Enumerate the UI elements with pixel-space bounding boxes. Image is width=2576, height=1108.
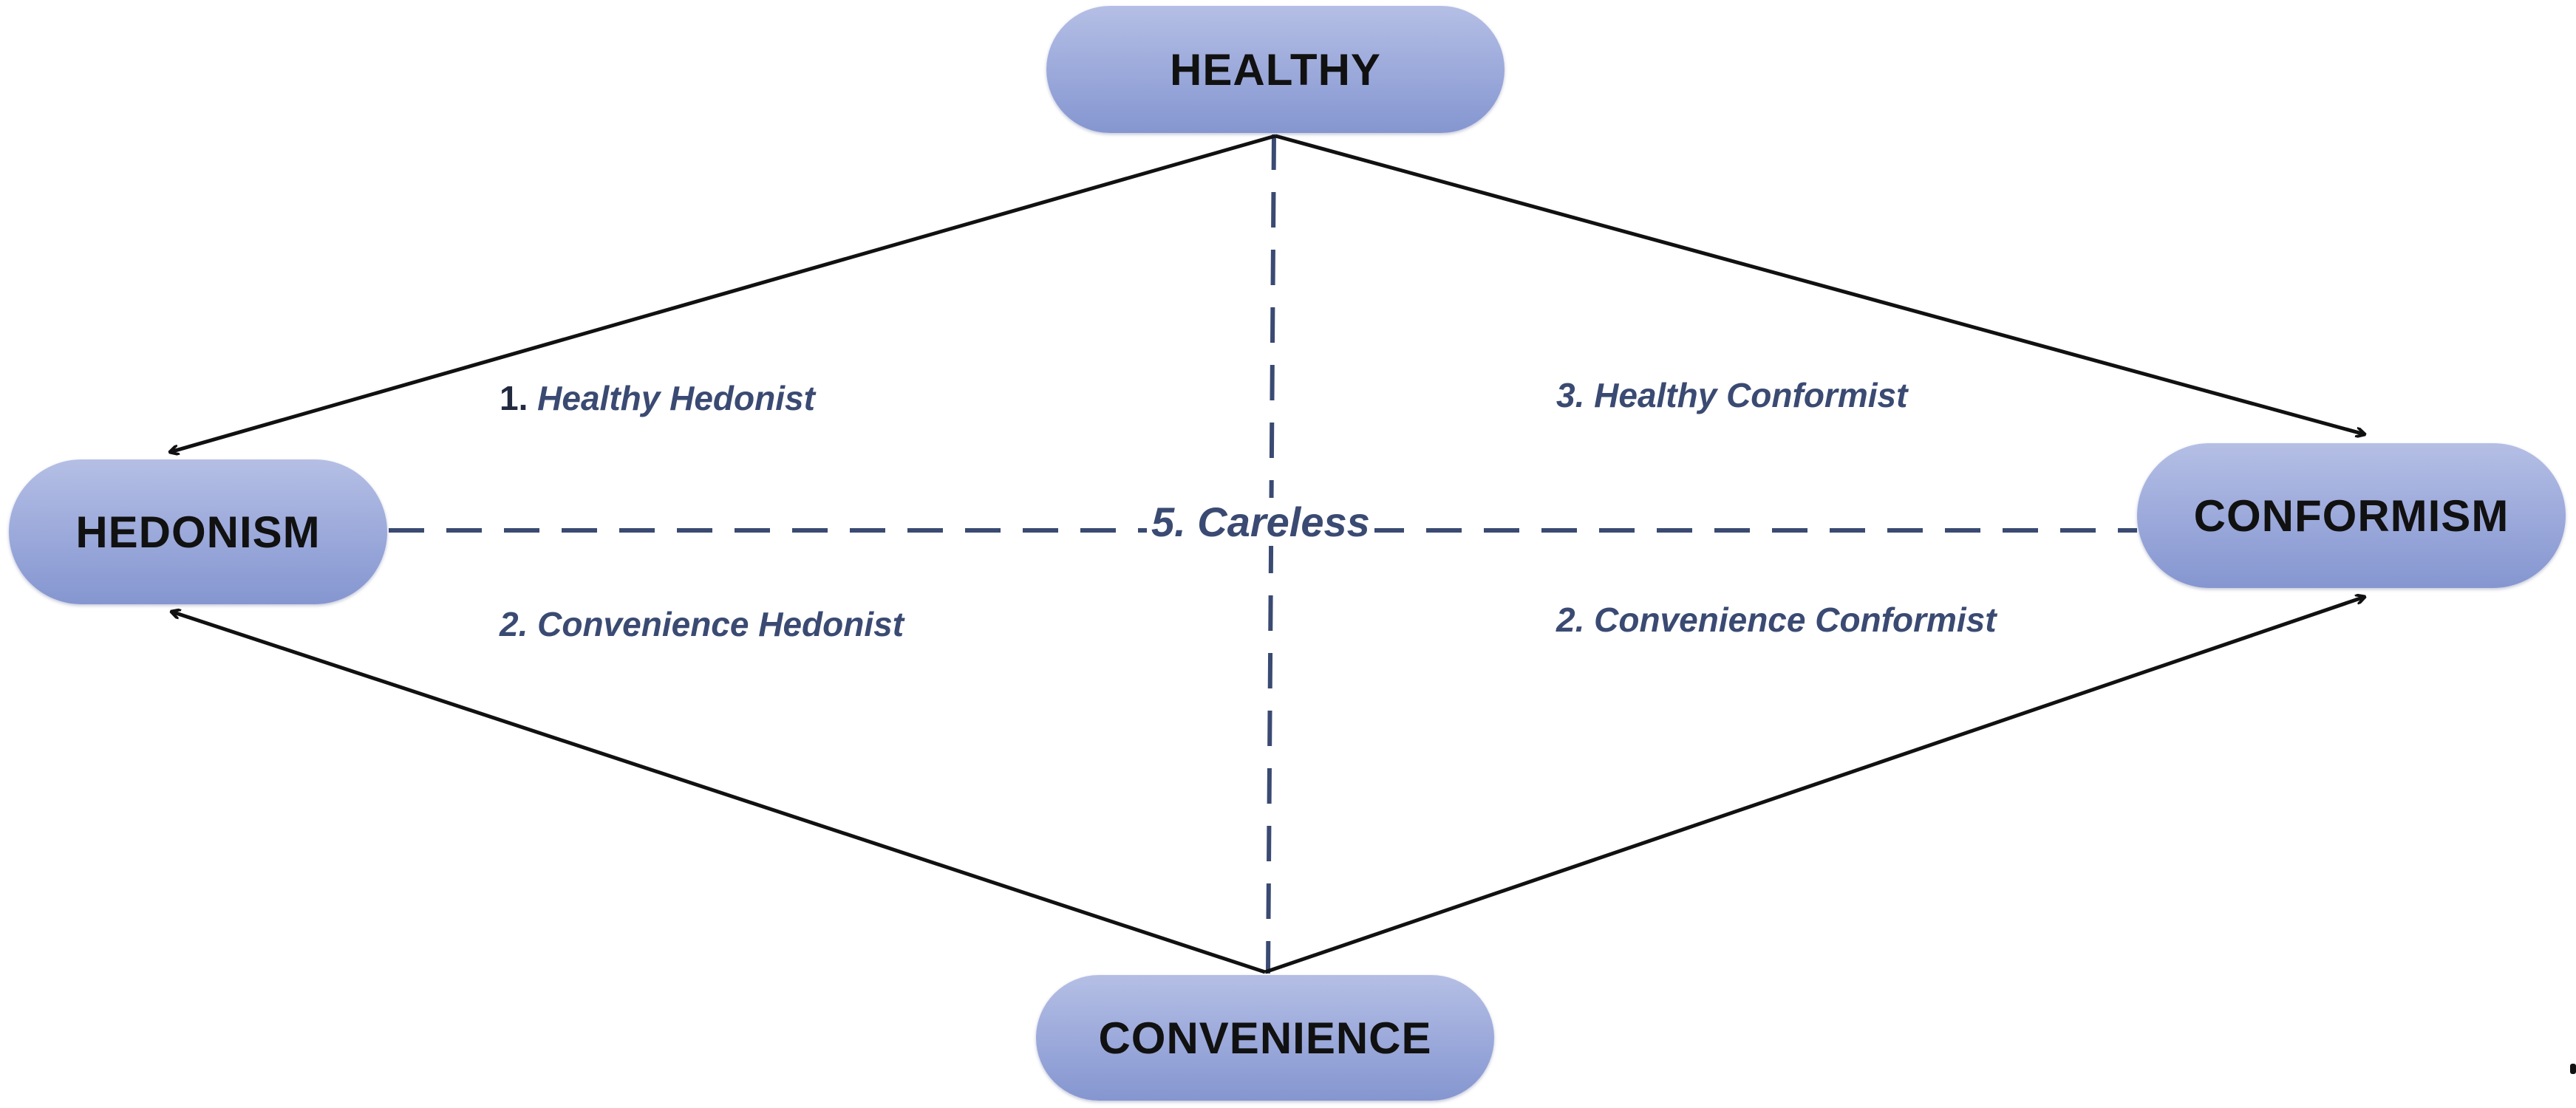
segment-healthy-hedonist-name: Healthy Hedonist — [537, 379, 815, 417]
node-convenience-label: CONVENIENCE — [1098, 1013, 1432, 1063]
node-hedonism-label: HEDONISM — [75, 507, 321, 557]
segment-healthy-conformist: 3. Healthy Conformist — [1556, 376, 1908, 414]
segment-healthy-hedonist-number: 1. — [500, 379, 528, 417]
arrow-convenience-to-hedonism — [171, 612, 1266, 974]
node-healthy-label: HEALTHY — [1170, 44, 1381, 95]
arrow-healthy-to-hedonism — [170, 134, 1276, 452]
node-conformism-label: CONFORMISM — [2193, 490, 2509, 541]
segment-convenience-hedonist: 2. Convenience Hedonist — [500, 605, 904, 643]
node-conformism: CONFORMISM — [2137, 443, 2566, 588]
segment-convenience-conformist: 2. Convenience Conformist — [1556, 601, 1997, 639]
node-healthy: HEALTHY — [1046, 6, 1505, 133]
arrow-convenience-to-conformism — [1264, 597, 2365, 974]
node-convenience: CONVENIENCE — [1036, 975, 1494, 1101]
arrow-healthy-to-conformism — [1275, 134, 2365, 434]
node-hedonism: HEDONISM — [9, 459, 387, 604]
vertical-dashed-axis — [1266, 134, 1276, 974]
segment-careless: 5. Careless — [1147, 498, 1374, 546]
segment-healthy-hedonist: 1. Healthy Hedonist — [500, 378, 815, 418]
edge-mark — [2570, 1064, 2576, 1074]
